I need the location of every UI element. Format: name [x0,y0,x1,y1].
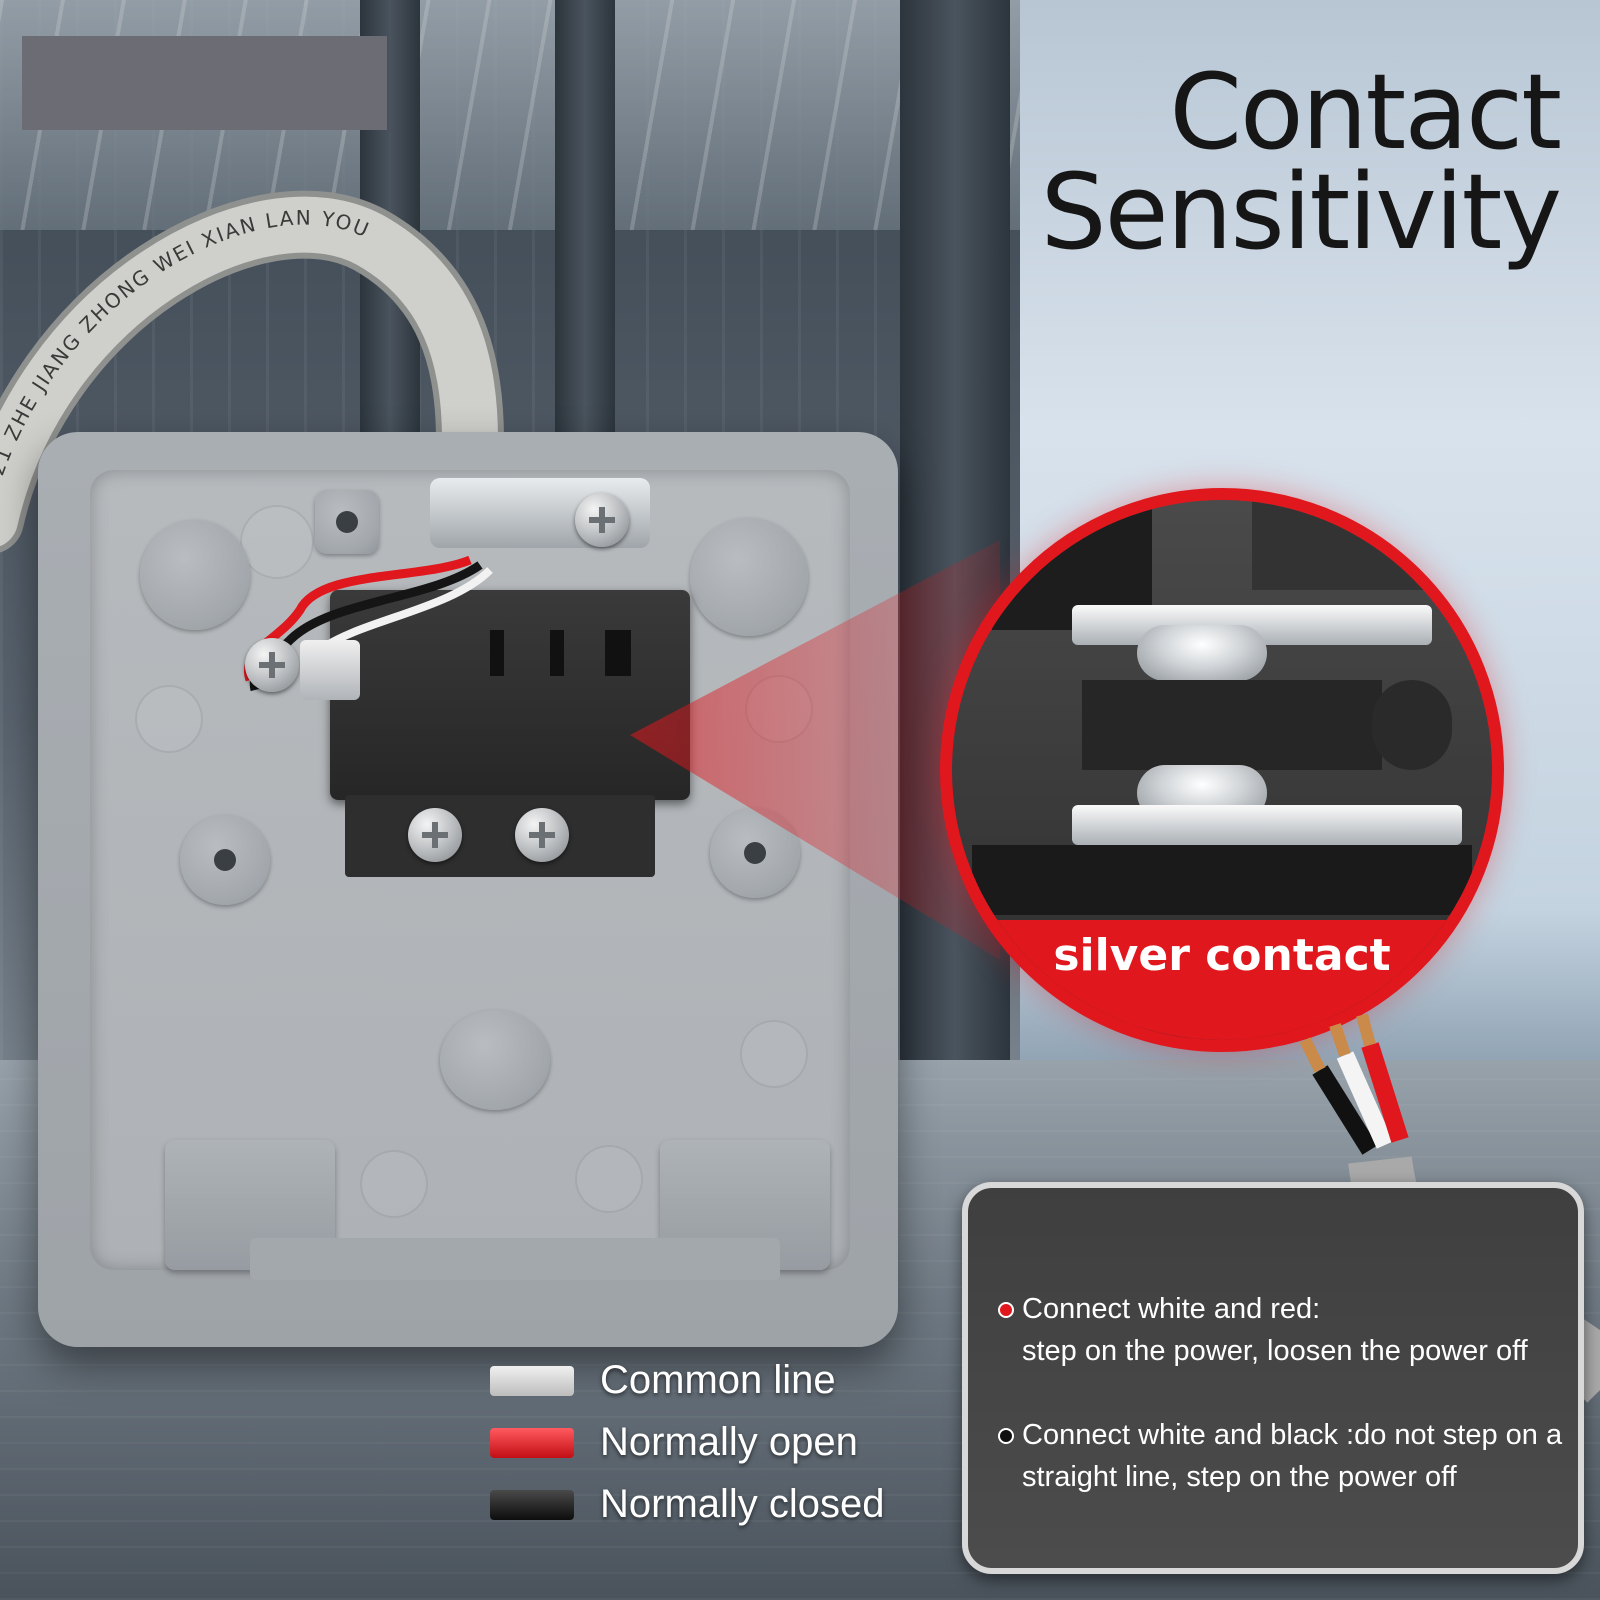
lower-contact-plate [1072,805,1462,845]
terminal-screw [408,808,462,862]
instruction-white-red: Connect white and red: step on the power… [986,1288,1566,1372]
terminal-lug [300,640,360,700]
mounting-boss [740,1020,808,1088]
switch-base-detail [972,845,1472,915]
mounting-boss [135,685,203,753]
switch-slot [605,630,631,676]
upper-silver-contact [1137,625,1267,681]
wiring-instructions-card: Connect white and red: step on the power… [962,1182,1584,1574]
black-core [1312,1065,1378,1155]
instruction-white-black-text: Connect white and black :do not step on … [1022,1419,1563,1493]
instruction-white-red-body: step on the power, loosen the power off [1022,1335,1528,1367]
mounting-boss [575,1145,643,1213]
redacted-logo-area [22,36,387,130]
mounting-boss [140,520,250,630]
legend-label-normally-open: Normally open [600,1420,858,1464]
wire-color-legend: Common line Normally open Normally close… [490,1350,930,1536]
silver-contact-label: silver contact [952,920,1492,1040]
actuator-detail [1082,680,1382,770]
instruction-white-black: Connect white and black :do not step on … [986,1414,1566,1498]
legend-item-common: Common line [490,1350,930,1412]
white-wire [317,567,493,654]
switch-slot [490,630,504,676]
mounting-boss [240,505,314,579]
legend-swatch-common [490,1366,574,1396]
terminal-block [345,795,655,877]
black-bullet-icon [998,1428,1014,1444]
copper-strand [1299,1037,1326,1073]
legend-label-normally-closed: Normally closed [600,1482,885,1526]
screw-post [180,815,270,905]
clamp-screw [575,493,629,547]
switch-body-detail [1252,500,1452,590]
copper-strand [1356,1013,1376,1047]
mounting-boss [440,1010,550,1110]
white-core [1336,1051,1394,1149]
legend-item-normally-closed: Normally closed [490,1474,930,1536]
switch-slot [550,630,564,676]
hinge-bar [250,1238,780,1280]
headline-line-2: Sensitivity [1040,151,1562,273]
legend-swatch-normally-closed [490,1490,574,1520]
legend-swatch-normally-open [490,1428,574,1458]
screw-post [315,490,379,554]
copper-strand [1329,1023,1351,1057]
mounting-boss [360,1150,428,1218]
legend-item-normally-open: Normally open [490,1412,930,1474]
headline-line-1: Contact [1169,51,1562,173]
silver-contact-magnifier: silver contact [940,488,1504,1052]
cable-sheath [0,196,498,546]
terminal-screw [245,638,299,692]
legend-label-common: Common line [600,1358,836,1402]
red-bullet-icon [998,1302,1014,1318]
terminal-screw [515,808,569,862]
red-core [1361,1042,1409,1143]
headline: Contact Sensitivity [1000,51,1562,273]
rivet-detail [1372,680,1452,770]
instruction-white-red-heading: Connect white and red: [1022,1293,1321,1325]
